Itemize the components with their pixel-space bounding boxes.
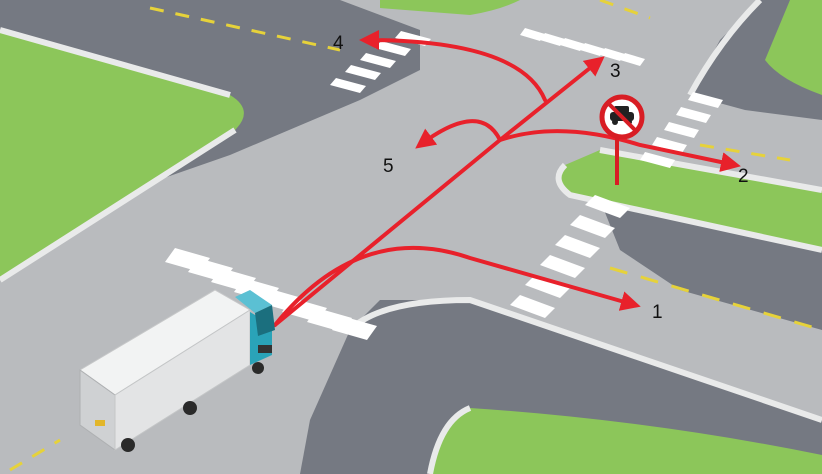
route-1-path	[273, 245, 641, 327]
route-label-5: 5	[383, 156, 394, 177]
route-5-path	[415, 119, 502, 149]
route-label-4: 4	[333, 33, 344, 54]
truck-icon	[79, 289, 275, 452]
lane-markings	[9, 0, 822, 472]
route-label-1: 1	[652, 302, 663, 323]
route-label-3: 3	[610, 61, 621, 82]
route-4-path	[359, 30, 547, 102]
crosswalk-far-right	[640, 92, 723, 168]
no-cars-sign-icon	[599, 94, 645, 185]
crosswalk-right	[510, 195, 630, 318]
route-arrows	[273, 30, 741, 327]
route-label-2: 2	[738, 166, 749, 187]
route-2-path	[498, 129, 741, 172]
crosswalk-top-right	[520, 28, 645, 66]
